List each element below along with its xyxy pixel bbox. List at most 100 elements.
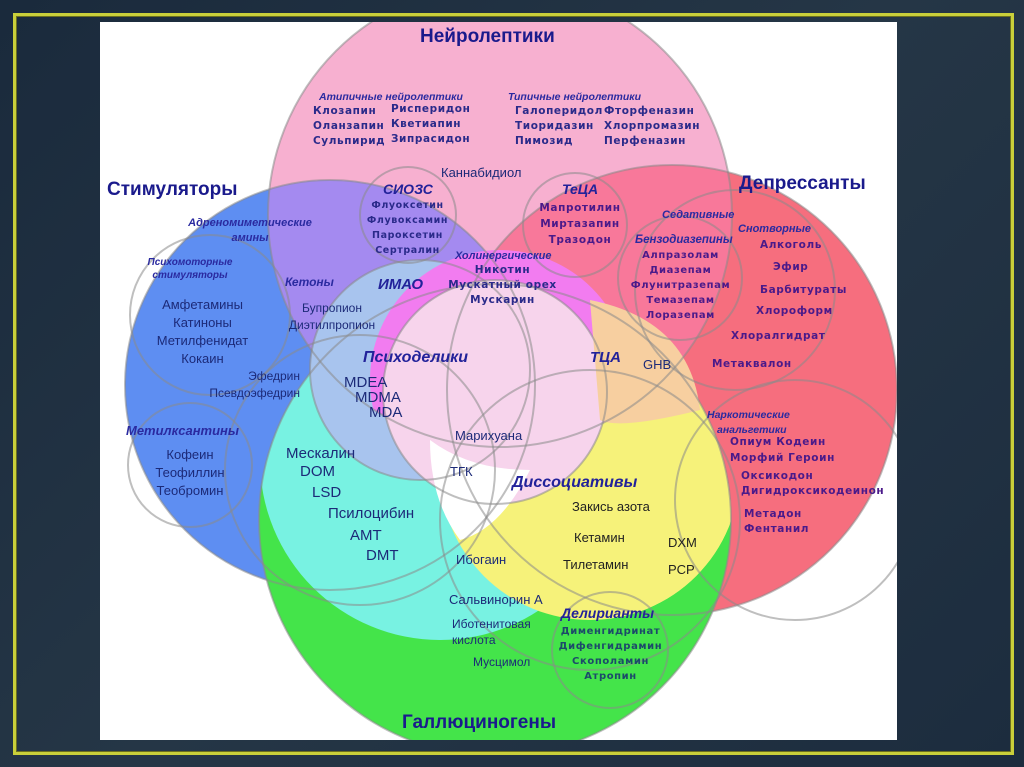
- drug-label: Фторфеназин: [604, 105, 695, 117]
- benzodiazepines-list: Алпразолам Диазепам Флунитразепам Темазе…: [628, 248, 733, 323]
- drug-label: Псевдоэфедрин: [209, 386, 300, 400]
- drug-label: MDMA: [355, 389, 401, 406]
- drug-label: Дименгидринат: [560, 626, 661, 637]
- drug-label: Дифенгидрамин: [558, 641, 663, 652]
- thc-region: [430, 440, 530, 540]
- psychomotor-outline: [129, 234, 291, 396]
- drug-label: Закись азота: [572, 499, 650, 514]
- drug-label: Скополамин: [572, 656, 649, 667]
- methylxanthines-outline: [127, 402, 253, 528]
- psychomotor-title-line1: Психомоторные: [147, 257, 233, 268]
- drug-label: PCP: [668, 562, 695, 577]
- tca-label: ТЦА: [590, 349, 621, 366]
- neuroleptics-outline: [267, 22, 733, 448]
- adrenomimetic-outline: [224, 334, 496, 606]
- ibotenic-line1: Иботенитовая: [452, 617, 531, 631]
- methaqualone-label: Метаквалон: [712, 358, 792, 370]
- chloral-label: Хлоралгидрат: [731, 330, 826, 342]
- marijuana-label: Марихуана: [455, 428, 523, 443]
- hallucinogens-title: Галлюциногены: [402, 712, 557, 733]
- drug-label: Барбитураты: [760, 284, 848, 296]
- psychedelics-title: Психоделики: [363, 349, 469, 366]
- deliriants-title: Делирианты: [561, 605, 655, 621]
- drug-label: MDA: [369, 404, 403, 421]
- drug-label: AMT: [350, 527, 382, 544]
- benzodiazepine-outline: [617, 215, 743, 341]
- maoi-label: ИМАО: [378, 276, 424, 293]
- opioids-title-line2: анальгетики: [717, 424, 787, 436]
- ghb-label: GHB: [643, 357, 672, 372]
- drug-label: Метадон: [744, 508, 802, 520]
- drug-label: Перфеназин: [604, 135, 687, 147]
- drug-label: Дигидроксикодеинон: [741, 485, 885, 497]
- drug-label: Псилоцибин: [328, 505, 415, 522]
- drug-label: Флувоксамин: [366, 215, 449, 226]
- hallucinogens-outline: [258, 283, 732, 740]
- marijuana-outline: [382, 279, 608, 505]
- drug-label: MDEA: [344, 374, 388, 391]
- drug-label: Мускатный орех: [448, 279, 557, 291]
- drug-label: Эфир: [773, 261, 809, 273]
- drug-label: Хлороформ: [756, 305, 833, 317]
- drug-label: Эфедрин: [248, 369, 300, 383]
- psychomotor-list: Амфетамины Катиноны Метилфенидат Кокаин: [140, 296, 265, 368]
- teca-title: ТеЦА: [562, 181, 599, 197]
- drug-label: LSD: [312, 484, 342, 501]
- cannabidiol-label: Каннабидиол: [441, 165, 522, 180]
- stimulants-outline: [124, 179, 536, 591]
- tca-region: [590, 300, 700, 424]
- slide-frame: [13, 13, 1014, 755]
- deliriants-list: Дименгидринат Дифенгидрамин Скополамин А…: [553, 624, 668, 684]
- ssri-list: Флуоксетин Флувоксамин Пароксетин Сертра…: [360, 198, 455, 258]
- drug-label: Алпразолам: [642, 250, 719, 261]
- thc-label: ТГК: [450, 464, 473, 479]
- teca-outline: [522, 172, 628, 278]
- drug-label: Флуоксетин: [371, 200, 444, 211]
- drug-label: Метилфенидат: [156, 333, 249, 348]
- drug-label: Пимозид: [515, 135, 574, 147]
- ibotenic-line2: кислота: [452, 633, 496, 647]
- drug-label: Морфий Героин: [730, 452, 835, 464]
- adrenomimetic-title: Адреномиметические амины: [165, 218, 335, 244]
- adrenomimetic-title-line1: Адреномиметические: [188, 217, 312, 229]
- drug-label: Мапротилин: [539, 202, 621, 214]
- deliriants-outline: [551, 591, 669, 709]
- drug-label: Миртазапин: [540, 218, 620, 230]
- drug-label: Сертралин: [375, 245, 440, 256]
- drug-label: Тиоридазин: [515, 120, 594, 132]
- drug-label: Зипрасидон: [391, 133, 471, 145]
- drug-label: Атропин: [584, 671, 637, 682]
- psychomotor-title-line2: стимуляторы: [152, 270, 228, 281]
- psychedelics-outline: [309, 259, 531, 481]
- ketones-title: Кетоны: [285, 275, 334, 289]
- drug-label: Фентанил: [744, 523, 810, 535]
- drug-label: Сульпирид: [313, 135, 386, 147]
- cholinergic-title: Холинергические: [455, 250, 552, 262]
- drug-label: DOM: [300, 463, 335, 480]
- ketones-list: Бупропион Диэтилпропион: [272, 300, 392, 334]
- drug-label: Клозапин: [313, 105, 377, 117]
- drug-label: Диазепам: [649, 265, 712, 276]
- drug-label: Мескалин: [286, 445, 356, 462]
- drug-label: Диэтилпропион: [288, 318, 376, 332]
- hypnotics-title: Снотворные: [738, 223, 812, 235]
- drug-label: Кокаин: [181, 351, 224, 366]
- opioids-outline: [674, 379, 897, 621]
- ibotenic-acid-label: Иботенитовая кислота: [452, 616, 531, 648]
- depressants-outline: [446, 164, 897, 616]
- opioids-title: Наркотические анальгетики: [707, 408, 790, 438]
- drug-label: Теофиллин: [155, 465, 225, 480]
- dissociatives-outline: [439, 369, 741, 671]
- drug-label: Кветиапин: [391, 118, 462, 130]
- drug-label: Опиум Кодеин: [730, 436, 826, 448]
- drug-label: DXM: [668, 535, 697, 550]
- drug-label: Оланзапин: [313, 120, 385, 132]
- sedatives-outline: [634, 189, 836, 391]
- cholinergic-list: Никотин Мускатный орех Мускарин: [440, 263, 565, 308]
- adrenomimetic-title-line2: амины: [231, 232, 269, 244]
- drug-label: DMT: [366, 547, 399, 564]
- benzodiazepines-title: Бензодиазепины: [635, 234, 733, 246]
- atypical-title: Атипичные нейролептики: [319, 91, 463, 103]
- drug-label: Хлорпромазин: [604, 120, 701, 132]
- drug-label: Флунитразепам: [630, 280, 731, 291]
